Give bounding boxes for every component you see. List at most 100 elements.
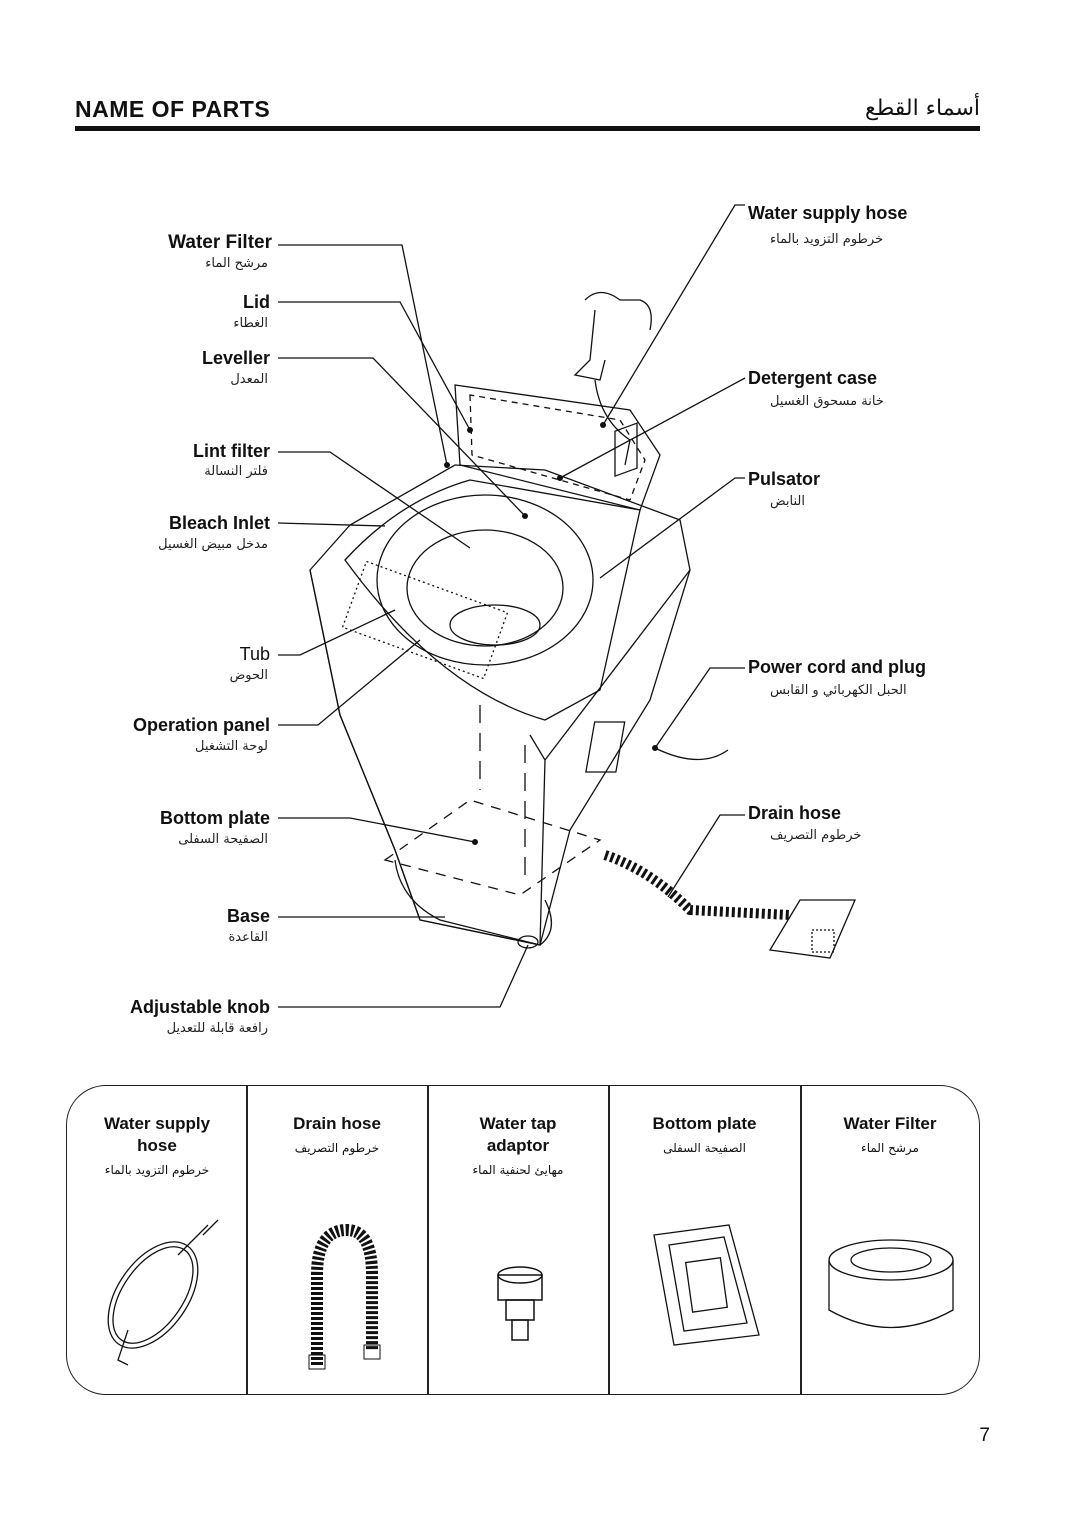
accessory-label-ar: الصفيحة السفلى <box>663 1141 746 1155</box>
label-water-supply-hose: Water supply hose <box>748 203 908 223</box>
label-adjustable-knob: Adjustable knob <box>129 997 270 1017</box>
leader-adjustable-knob <box>278 944 529 1008</box>
accessories-divider <box>246 1085 248 1395</box>
leader-leveller <box>278 357 526 517</box>
accessory-label-ar: مرشح الماء <box>861 1141 919 1155</box>
drain-hose-icon <box>308 1223 381 1370</box>
dot-power-cord <box>652 745 658 751</box>
drain-grid <box>811 929 835 953</box>
accessory-bottom-plate: Bottom plate الصفيحة السفلى <box>609 1085 800 1395</box>
label-base-ar: القاعدة <box>228 930 268 945</box>
dot-bottom-plate <box>472 839 478 845</box>
machine-side-panel <box>544 569 691 761</box>
top-rim <box>344 479 641 721</box>
machine-base <box>394 859 552 946</box>
leader-drain-hose <box>667 814 745 898</box>
accessory-label: Water supply <box>103 1114 211 1133</box>
accessory-label-ar: خرطوم التصريف <box>294 1141 380 1155</box>
coiled-hose-icon <box>107 1219 219 1366</box>
leader-pulsator <box>599 477 745 579</box>
accessory-label-ar: خرطوم التزويد بالماء <box>104 1163 210 1177</box>
label-lint-filter-ar: فلتر النسالة <box>204 464 268 479</box>
label-bottom-plate-ar: الصفيحة السفلى <box>178 832 268 847</box>
leader-bottom-plate <box>278 817 476 843</box>
bottom-plate-dashed <box>383 799 602 896</box>
inner-frame-dashed <box>479 705 526 880</box>
adjustable-knob <box>517 935 539 949</box>
leader-operation-panel <box>278 639 421 726</box>
lid <box>454 384 661 511</box>
accessory-label-ar: مهايئ لحنفية الماء <box>472 1163 564 1177</box>
machine-body-outline <box>309 464 691 946</box>
leader-lint-filter <box>278 451 471 549</box>
dot-leveller <box>522 513 528 519</box>
label-lint-filter: Lint filter <box>193 441 270 461</box>
label-lid-ar: الغطاء <box>233 316 268 331</box>
leader-detergent-case <box>559 377 746 479</box>
leader-power-cord <box>654 667 745 749</box>
wall-socket <box>585 721 626 773</box>
accessories-box <box>66 1085 980 1395</box>
label-water-supply-hose-ar: خرطوم التزويد بالماء <box>770 232 884 247</box>
side-access-panel <box>614 422 638 478</box>
leader-tub <box>278 609 396 656</box>
header-rule <box>75 126 980 131</box>
label-tub-ar: الحوض <box>229 668 268 683</box>
page-number: 7 <box>979 1425 990 1446</box>
tap-adaptor-icon <box>497 1266 543 1341</box>
leader-water-filter <box>278 244 448 466</box>
accessory-label: Drain hose <box>293 1114 381 1133</box>
drain-outlet <box>768 899 856 959</box>
water-tap <box>573 291 652 381</box>
dot-detergent-case <box>557 475 563 481</box>
leader-bleach-inlet <box>277 522 386 527</box>
page-title-arabic: أسماء القطع <box>864 96 980 121</box>
drain-hose <box>603 850 791 920</box>
accessories-divider <box>800 1085 802 1395</box>
washing-machine-diagram <box>277 204 856 1008</box>
label-adjustable-knob-ar: رافعة قابلة للتعديل <box>166 1021 268 1036</box>
accessory-label: Water tap <box>479 1114 557 1133</box>
accessory-label-line2: adaptor <box>486 1136 550 1155</box>
water-filter-icon <box>828 1239 954 1329</box>
label-water-filter-ar: مرشح الماء <box>205 256 268 271</box>
page-title: NAME OF PARTS <box>75 96 271 122</box>
label-lid: Lid <box>243 292 270 312</box>
accessories-divider <box>608 1085 610 1395</box>
label-water-filter: Water Filter <box>168 232 272 253</box>
accessory-water-filter: Water Filter مرشح الماء <box>801 1085 979 1395</box>
label-pulsator: Pulsator <box>748 469 821 489</box>
accessory-water-tap-adaptor: Water tap adaptor مهايئ لحنفية الماء <box>428 1085 608 1395</box>
accessory-drain-hose: Drain hose خرطوم التصريف <box>247 1085 427 1395</box>
accessory-label: Bottom plate <box>652 1114 757 1133</box>
label-leveller: Leveller <box>201 348 270 368</box>
label-leveller-ar: المعدل <box>230 372 268 387</box>
operation-panel-area <box>341 560 509 680</box>
label-power-cord-ar: الحبل الكهربائي و القابس <box>770 683 907 698</box>
leader-water-supply-hose <box>602 204 745 426</box>
pulsator-disc <box>449 604 541 646</box>
label-pulsator-ar: النابض <box>770 494 806 509</box>
tub-opening <box>376 494 594 666</box>
lid-window <box>469 394 646 501</box>
accessory-label-line2: hose <box>137 1136 177 1155</box>
label-detergent-case: Detergent case <box>748 368 878 388</box>
label-operation-panel-ar: لوحة التشغيل <box>195 739 268 754</box>
label-bottom-plate: Bottom plate <box>160 808 270 828</box>
label-detergent-case-ar: خانة مسحوق الغسيل <box>770 394 884 409</box>
label-bleach-inlet: Bleach Inlet <box>168 513 270 533</box>
bottom-plate-icon <box>653 1224 760 1346</box>
dot-lid <box>467 427 473 433</box>
accessories-divider <box>427 1085 429 1395</box>
dot-water-filter <box>444 462 450 468</box>
accessory-water-supply-hose: Water supply hose خرطوم التزويد بالماء <box>68 1085 246 1395</box>
label-tub: Tub <box>239 644 270 664</box>
accessory-label: Water Filter <box>843 1114 937 1133</box>
power-cord <box>654 747 729 761</box>
label-operation-panel: Operation panel <box>132 715 270 735</box>
label-drain-hose: Drain hose <box>748 803 842 823</box>
label-drain-hose-ar: خرطوم التصريف <box>770 828 862 843</box>
water-supply-hose <box>594 379 631 466</box>
dot-water-supply-hose <box>600 422 606 428</box>
label-base: Base <box>226 906 270 926</box>
